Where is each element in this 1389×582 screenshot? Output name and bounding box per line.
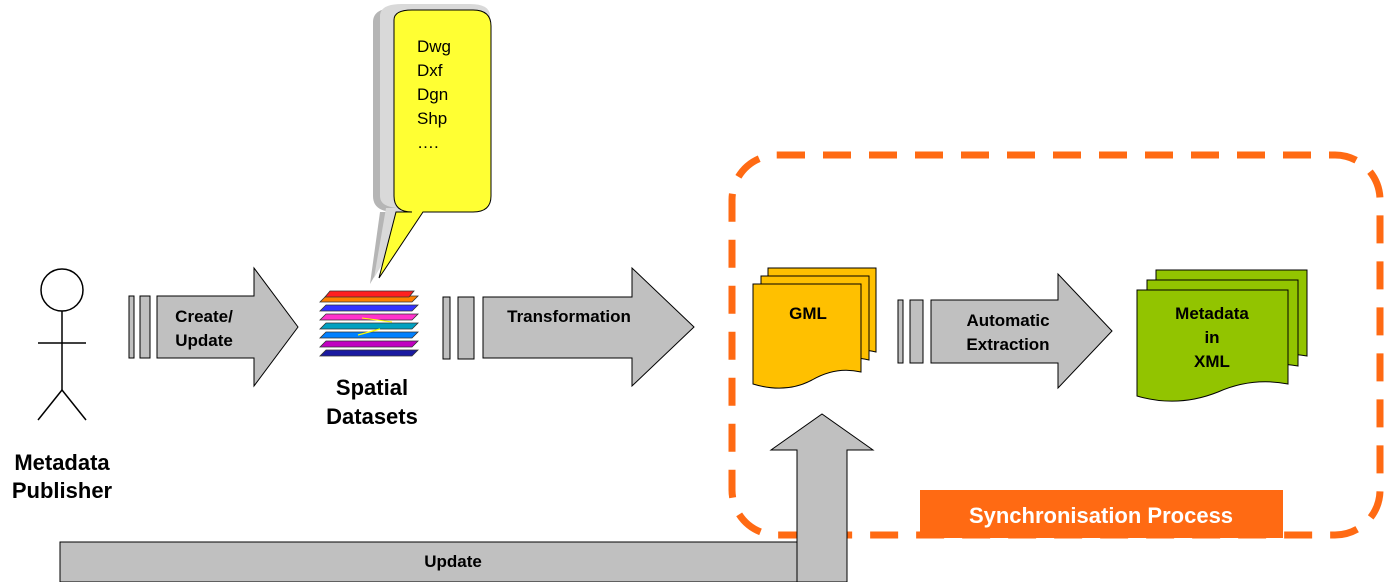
actor-label-line2: Publisher xyxy=(12,478,113,503)
extraction-label-line1: Automatic xyxy=(966,311,1049,330)
metadata-label-line1: Metadata xyxy=(1175,304,1249,323)
update-label: Update xyxy=(424,552,482,571)
metadata-label-line3: XML xyxy=(1194,352,1230,371)
datasets-label-line2: Datasets xyxy=(326,404,418,429)
gml-label: GML xyxy=(789,304,827,323)
layer-stack-icon xyxy=(319,290,419,357)
automatic-extraction-arrow xyxy=(897,272,1113,390)
transformation-arrow xyxy=(442,266,695,388)
callout-bubble-icon xyxy=(370,4,492,284)
bubble-item-3: Shp xyxy=(417,109,447,128)
bubble-item-4: …. xyxy=(417,133,439,152)
create-update-arrow xyxy=(128,266,299,388)
sync-label: Synchronisation Process xyxy=(969,503,1233,528)
bubble-item-1: Dxf xyxy=(417,61,443,80)
metadata-label-line2: in xyxy=(1204,328,1219,347)
metadata-document-icon xyxy=(1136,269,1308,402)
create-update-label-line1: Create/ xyxy=(175,307,233,326)
update-arrow xyxy=(59,413,875,582)
create-update-label-line2: Update xyxy=(175,331,233,350)
bubble-item-2: Dgn xyxy=(417,85,448,104)
extraction-label-line2: Extraction xyxy=(966,335,1049,354)
bubble-item-0: Dwg xyxy=(417,37,451,56)
sync-label-box xyxy=(920,490,1283,538)
transformation-label: Transformation xyxy=(507,307,631,326)
gml-document-icon xyxy=(752,267,877,389)
datasets-label-line1: Spatial xyxy=(336,375,408,400)
stick-figure-icon xyxy=(37,268,87,421)
actor-label-line1: Metadata xyxy=(14,450,110,475)
